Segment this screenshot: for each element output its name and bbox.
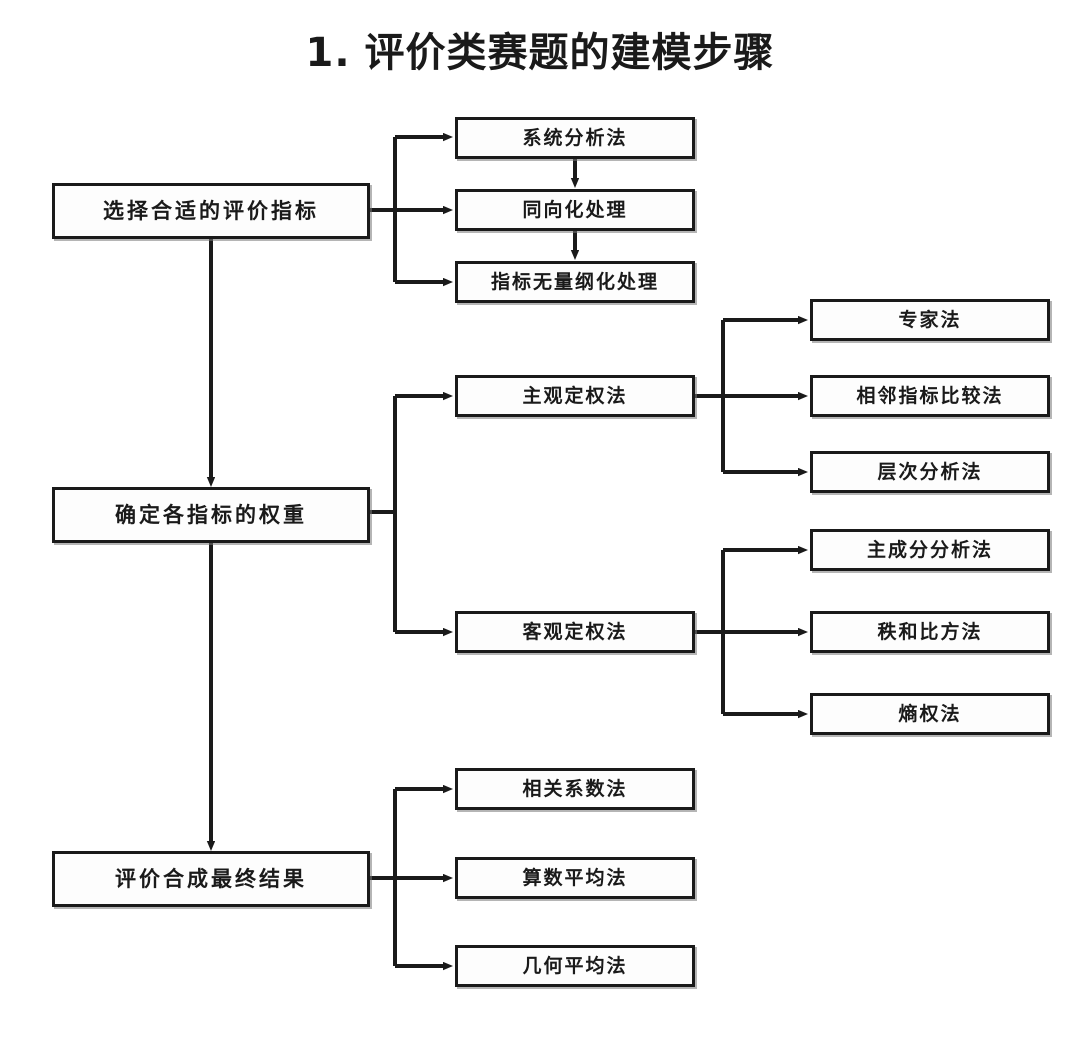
node-stage-1[interactable]: 选择合适的评价指标	[52, 183, 370, 239]
edge-subjective-branch	[695, 315, 808, 477]
edge-stage1-branch	[370, 132, 453, 287]
node-label: 相邻指标比较法	[856, 384, 1004, 407]
node-rank-sum-ratio-method[interactable]: 秩和比方法	[810, 611, 1050, 653]
node-entropy-weight-method[interactable]: 熵权法	[810, 693, 1050, 735]
node-stage-2[interactable]: 确定各指标的权重	[52, 487, 370, 543]
node-label: 相关系数法	[522, 777, 628, 800]
node-label: 评价合成最终结果	[115, 866, 307, 891]
node-label: 同向化处理	[522, 198, 628, 221]
node-analytic-hierarchy-process[interactable]: 层次分析法	[810, 451, 1050, 493]
node-label: 算数平均法	[522, 866, 628, 889]
node-label: 几何平均法	[522, 954, 628, 977]
node-label: 客观定权法	[522, 620, 628, 643]
edge-stage3-branch	[370, 784, 453, 971]
title-number: 1.	[305, 30, 351, 76]
node-principal-component-analysis[interactable]: 主成分分析法	[810, 529, 1050, 571]
node-correlation-coefficient-method[interactable]: 相关系数法	[455, 768, 695, 810]
node-label: 指标无量纲化处理	[490, 270, 659, 293]
node-label: 主观定权法	[522, 384, 628, 407]
page-title: 1. 评价类赛题的建模步骤	[0, 20, 1080, 78]
node-adjacent-indicator-comparison[interactable]: 相邻指标比较法	[810, 375, 1050, 417]
node-stage-3[interactable]: 评价合成最终结果	[52, 851, 370, 907]
node-label: 层次分析法	[877, 460, 983, 483]
node-label: 主成分分析法	[866, 538, 993, 561]
node-geometric-mean-method[interactable]: 几何平均法	[455, 945, 695, 987]
edge-stage2-branch	[370, 391, 453, 637]
node-systems-analysis-method[interactable]: 系统分析法	[455, 117, 695, 159]
node-same-direction-processing[interactable]: 同向化处理	[455, 189, 695, 231]
node-label: 选择合适的评价指标	[103, 198, 319, 223]
node-objective-weighting[interactable]: 客观定权法	[455, 611, 695, 653]
edge-objective-branch	[695, 545, 808, 719]
node-label: 专家法	[898, 308, 962, 331]
node-arithmetic-mean-method[interactable]: 算数平均法	[455, 857, 695, 899]
node-expert-method[interactable]: 专家法	[810, 299, 1050, 341]
node-label: 熵权法	[898, 702, 962, 725]
node-label: 系统分析法	[522, 126, 628, 149]
node-label: 确定各指标的权重	[115, 502, 307, 527]
title-text: 评价类赛题的建模步骤	[364, 30, 775, 76]
node-dimensionless-processing[interactable]: 指标无量纲化处理	[455, 261, 695, 303]
node-label: 秩和比方法	[877, 620, 983, 643]
node-subjective-weighting[interactable]: 主观定权法	[455, 375, 695, 417]
